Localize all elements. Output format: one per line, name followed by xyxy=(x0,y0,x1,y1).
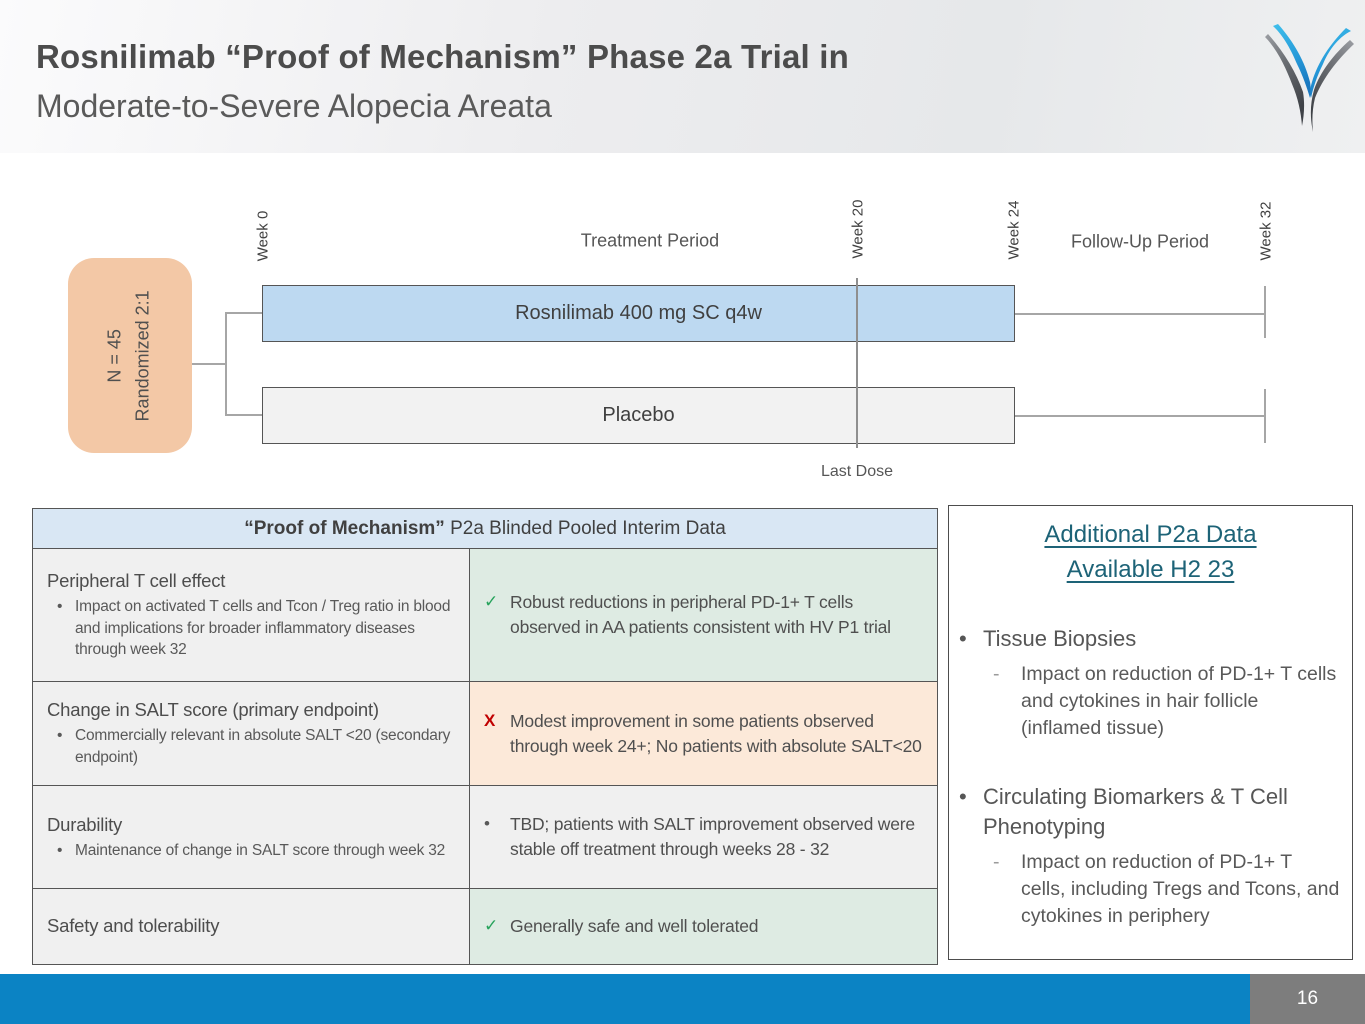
check-icon: ✓ xyxy=(484,592,499,612)
check-icon: ✓ xyxy=(484,916,499,936)
footer-accent-bar xyxy=(0,974,1250,1024)
last-dose-line xyxy=(856,278,858,448)
panel-title: Additional P2a Data Available H2 23 xyxy=(949,518,1352,588)
arm-bar-placebo-label: Placebo xyxy=(602,404,675,426)
endpoint-bullets: Commercially relevant in absolute SALT <… xyxy=(51,725,455,768)
page-number-box: 16 xyxy=(1250,974,1365,1024)
followup-line-bottom xyxy=(1015,415,1265,417)
panel-item-label: Circulating Biomarkers & T Cell Phenotyp… xyxy=(949,782,1334,841)
page-number: 16 xyxy=(1296,988,1319,1009)
result-text: Robust reductions in peripheral PD-1+ T … xyxy=(510,592,891,637)
endpoint-cell: Safety and tolerability xyxy=(33,889,471,964)
table-header: “Proof of Mechanism” P2a Blinded Pooled … xyxy=(33,509,937,549)
randomization-n: N = 45 xyxy=(105,328,126,383)
endpoint-bullet: Maintenance of change in SALT score thro… xyxy=(51,840,455,862)
company-logo-icon xyxy=(1258,20,1358,140)
table-row: Safety and tolerability ✓ Generally safe a… xyxy=(33,889,937,964)
endpoint-bullet: Impact on activated T cells and Tcon / T… xyxy=(51,596,455,661)
result-text: Generally safe and well tolerated xyxy=(510,916,759,937)
endpoint-cell: DurabilityMaintenance of change in SALT … xyxy=(33,786,471,888)
week-32-tick-top xyxy=(1264,286,1266,338)
connector-line xyxy=(225,312,262,314)
result-cell: ✓ Robust reductions in peripheral PD-1+ T… xyxy=(470,549,937,681)
panel-item: Tissue BiopsiesImpact on reduction of PD… xyxy=(949,624,1352,742)
table-row: DurabilityMaintenance of change in SALT … xyxy=(33,786,937,889)
result-text: Modest improvement in some patients obse… xyxy=(510,710,922,756)
treatment-period-label: Treatment Period xyxy=(580,230,720,251)
endpoint-cell: Change in SALT score (primary endpoint) C… xyxy=(33,682,471,785)
panel-item-sub: Impact on reduction of PD-1+ T cells and… xyxy=(949,661,1340,742)
panel-item: Circulating Biomarkers & T Cell Phenotyp… xyxy=(949,782,1352,930)
table-header-regular: P2a Blinded Pooled Interim Data xyxy=(444,517,726,539)
endpoint-title: Durability xyxy=(47,813,123,835)
endpoint-title: Change in SALT score (primary endpoint) xyxy=(47,699,379,721)
panel-item-label: Tissue Biopsies xyxy=(949,624,1334,654)
panel-title-line1: Additional P2a Data xyxy=(1044,521,1257,548)
randomization-ratio: Randomized 2:1 xyxy=(133,289,153,422)
result-cell: • TBD; patients with SALT improvement obs… xyxy=(470,786,937,888)
panel-title-line2: Available H2 23 xyxy=(1066,555,1235,583)
arm-bar-rosnilimab: Rosnilimab 400 mg SC q4w xyxy=(262,285,1015,342)
connector-line xyxy=(225,312,227,416)
slide-title-line1: Rosnilimab “Proof of Mechanism” Phase 2a… xyxy=(36,38,849,75)
connector-line xyxy=(225,414,262,416)
last-dose-label: Last Dose xyxy=(820,463,894,480)
endpoint-title: Safety and tolerability xyxy=(47,915,220,937)
bullet-icon: • xyxy=(484,814,490,834)
result-cell: X Modest improvement in some patients obs… xyxy=(470,682,937,785)
header-band xyxy=(0,0,1365,153)
additional-data-panel: Additional P2a Data Available H2 23 Tiss… xyxy=(948,505,1353,960)
followup-line-top xyxy=(1015,313,1265,315)
endpoint-title: Peripheral T cell effect xyxy=(47,569,226,591)
table-header-bold: “Proof of Mechanism” xyxy=(244,517,445,539)
result-text: TBD; patients with SALT improvement obse… xyxy=(510,814,915,859)
x-icon: X xyxy=(484,710,496,730)
endpoint-bullets: Impact on activated T cells and Tcon / T… xyxy=(51,596,455,661)
panel-item-sub: Impact on reduction of PD-1+ T cells, in… xyxy=(949,849,1340,930)
week-32-label: Week 32 xyxy=(1257,201,1275,261)
table-row: Change in SALT score (primary endpoint) C… xyxy=(33,682,937,786)
proof-of-mechanism-table: “Proof of Mechanism” P2a Blinded Pooled … xyxy=(32,508,938,965)
arm-bar-rosnilimab-label: Rosnilimab 400 mg SC q4w xyxy=(515,302,762,324)
week-32-tick-bottom xyxy=(1264,389,1266,443)
result-cell: ✓ Generally safe and well tolerated xyxy=(470,889,937,964)
arm-bar-placebo: Placebo xyxy=(262,387,1015,444)
week-0-label: Week 0 xyxy=(254,210,272,262)
slide-title-line2: Moderate-to-Severe Alopecia Areata xyxy=(36,88,552,124)
endpoint-bullet: Commercially relevant in absolute SALT <… xyxy=(51,725,455,768)
week-20-label: Week 20 xyxy=(849,199,867,259)
table-row: Peripheral T cell effectImpact on activa… xyxy=(33,549,937,682)
endpoint-bullets: Maintenance of change in SALT score thro… xyxy=(51,840,455,862)
randomization-box: N = 45 Randomized 2:1 xyxy=(68,258,192,453)
endpoint-cell: Peripheral T cell effectImpact on activa… xyxy=(33,549,471,681)
followup-period-label: Follow-Up Period xyxy=(1070,231,1210,252)
connector-line xyxy=(192,363,226,365)
week-24-label: Week 24 xyxy=(1005,200,1023,260)
